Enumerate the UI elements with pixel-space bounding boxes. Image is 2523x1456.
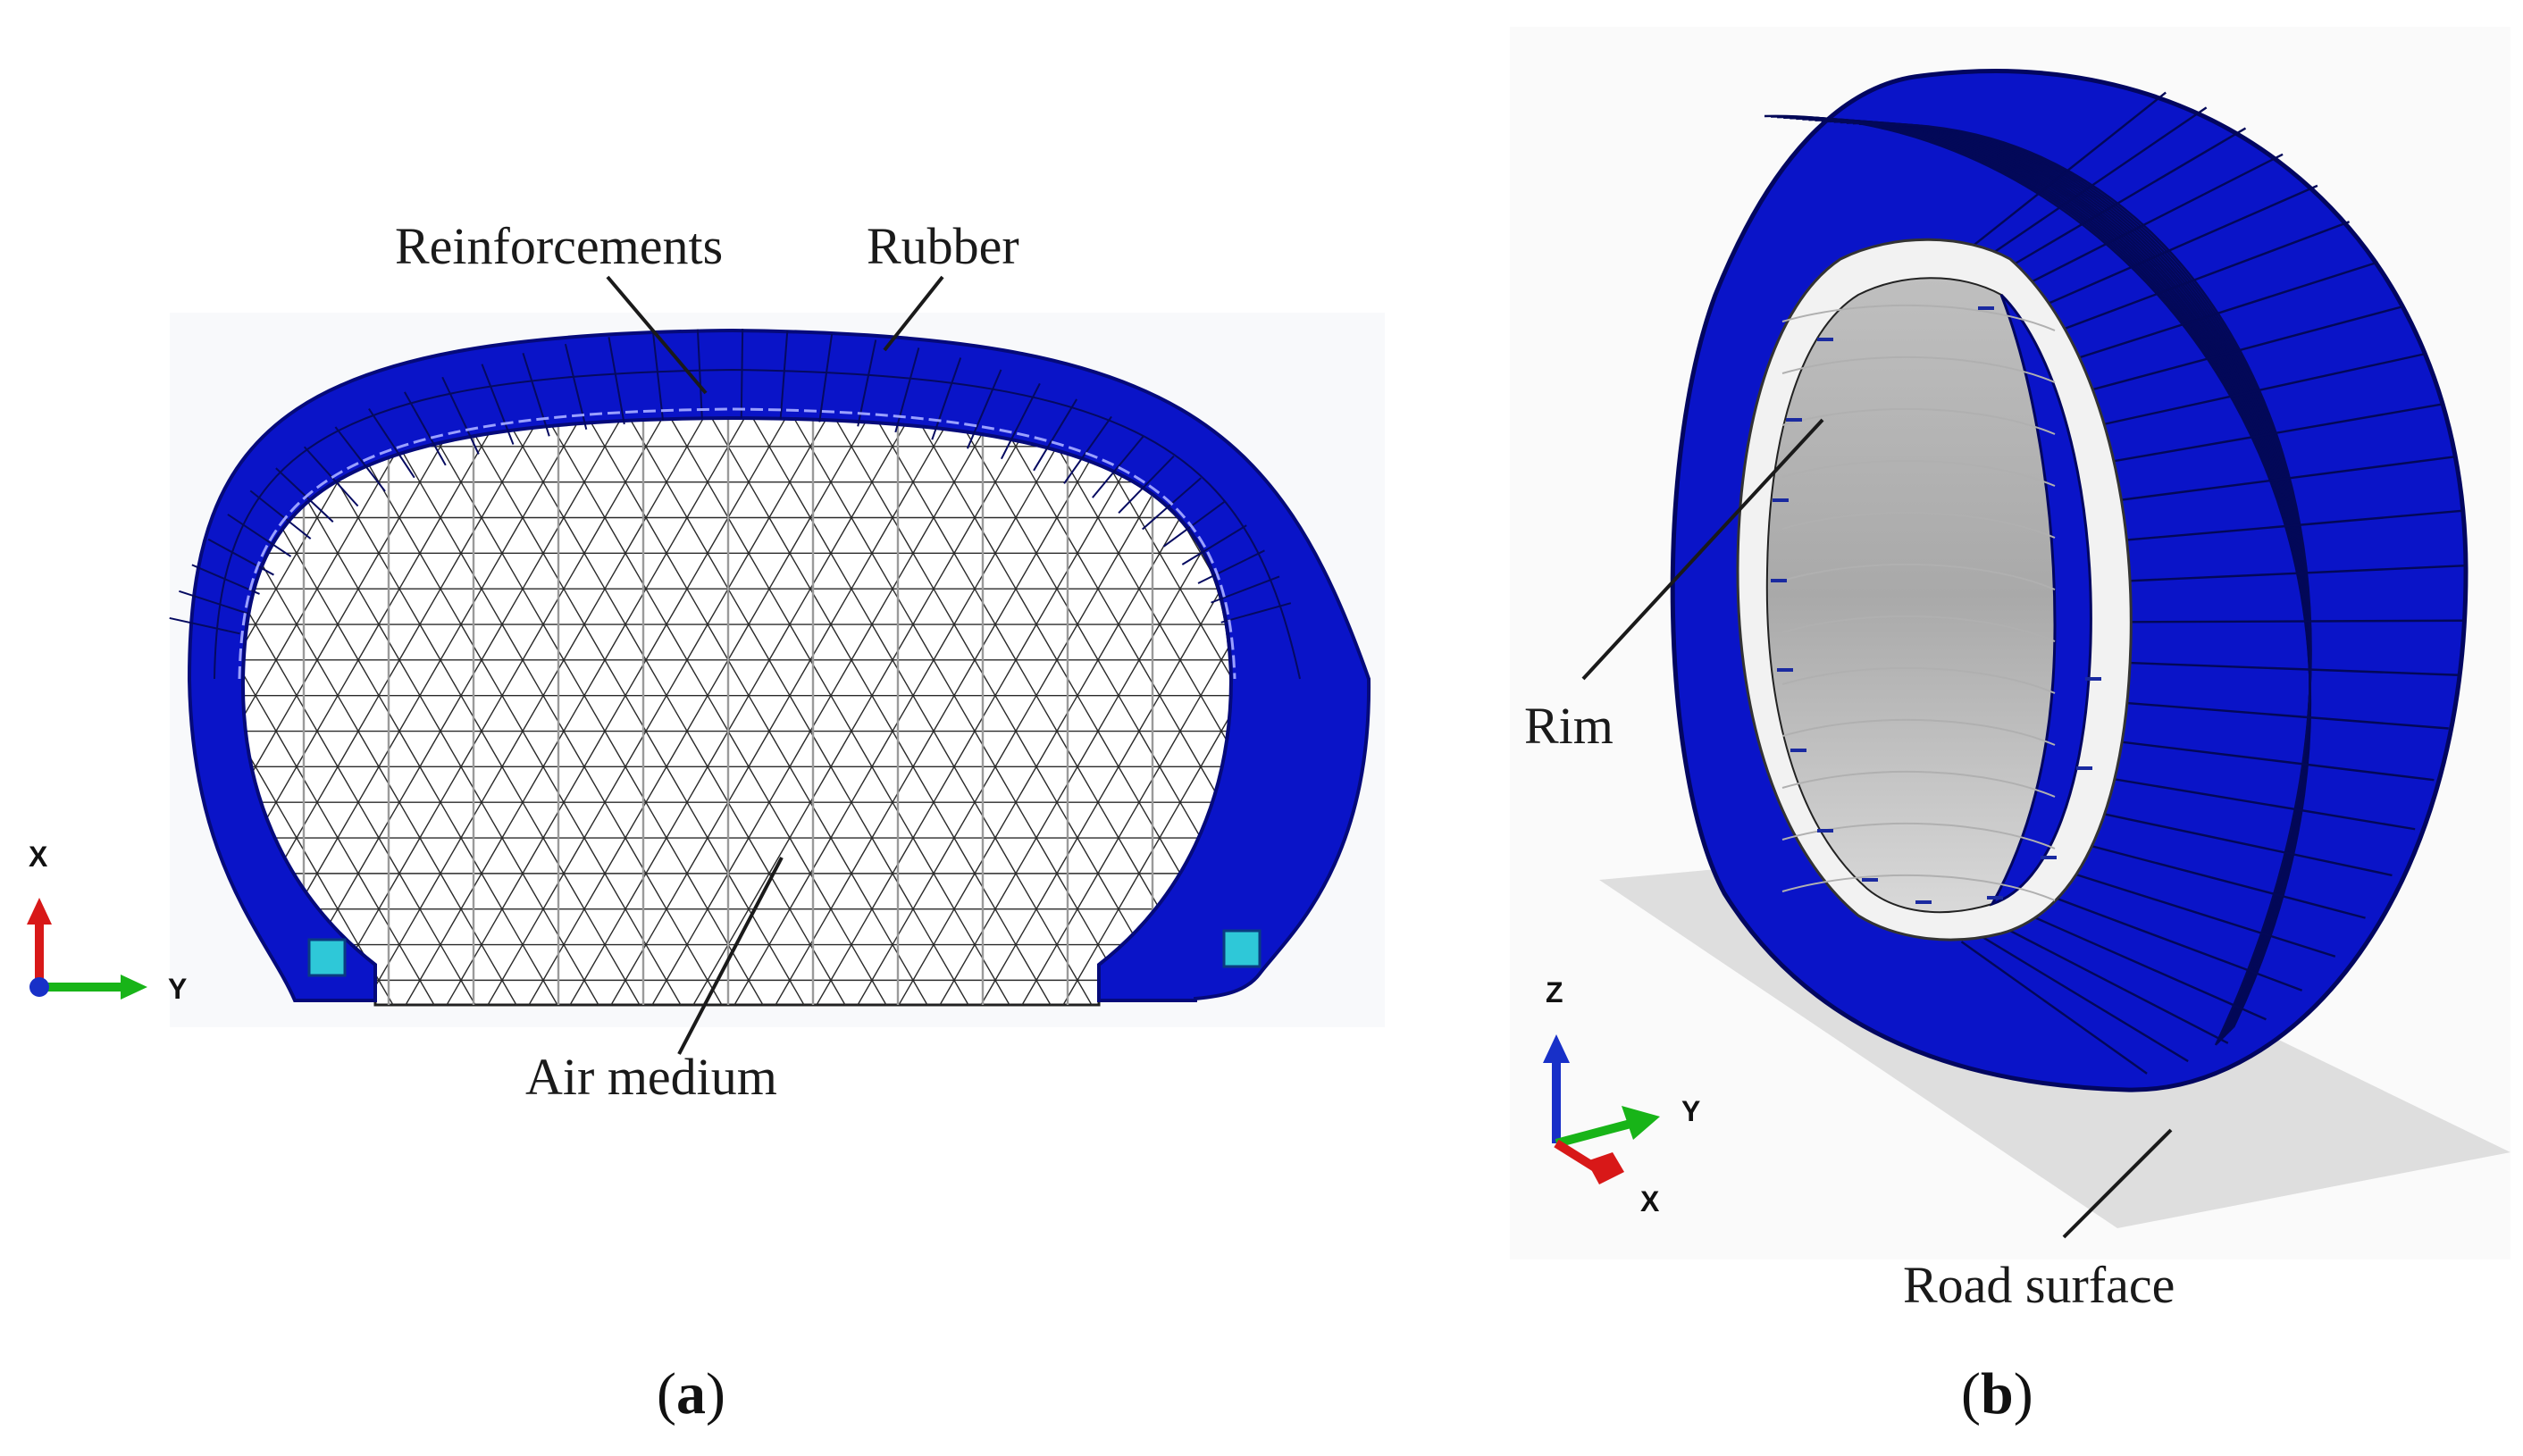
road-surface-leader: [2062, 1128, 2173, 1239]
rubber-label: Rubber: [867, 217, 1019, 275]
rim: [1736, 238, 2133, 941]
panel-a: Reinforcements Rubber Air medium X Y (a): [27, 217, 1385, 1427]
road-surface-label: Road surface: [1903, 1256, 2175, 1314]
air-medium-leader: [677, 857, 784, 1055]
caption-a: (a): [657, 1361, 725, 1427]
axis-triad-a: X Y: [27, 841, 187, 1005]
rubber-leader: [883, 275, 944, 352]
air-medium-region: [241, 416, 1233, 1007]
caption-b: (b): [1961, 1361, 2033, 1427]
rim-leader: [1581, 418, 1824, 681]
reinforcement-layer: [238, 407, 1236, 680]
axis-x-label-a: X: [29, 841, 48, 873]
axis-y-label-a: Y: [168, 973, 187, 1005]
axis-triad-b: Z Y X: [1543, 976, 1700, 1218]
axis-x-label-b: X: [1640, 1185, 1660, 1218]
rubber-tire-section: [169, 328, 1371, 1002]
reinforcements-leader: [606, 275, 708, 395]
panel-b: Rim Road surface Z Y X (b): [1510, 27, 2510, 1427]
bead-left: [307, 938, 347, 977]
rim-cavity-shadow: [1989, 293, 2092, 907]
axis-z-label-b: Z: [1546, 976, 1563, 1008]
axis-y-label-b: Y: [1681, 1095, 1700, 1127]
air-medium-label: Air medium: [525, 1048, 777, 1106]
bead-right: [1222, 929, 1262, 968]
rim-label: Rim: [1524, 697, 1614, 755]
reinforcements-label: Reinforcements: [395, 217, 723, 275]
